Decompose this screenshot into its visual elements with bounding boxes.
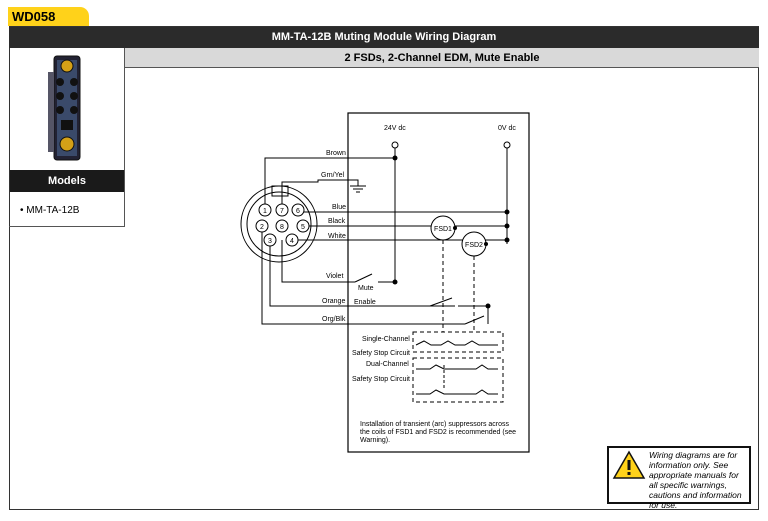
page-subtitle: 2 FSDs, 2-Channel EDM, Mute Enable xyxy=(125,48,759,68)
warning-triangle-icon xyxy=(612,450,646,479)
models-heading: Models xyxy=(10,170,124,192)
wire-label: Org/Blk xyxy=(322,316,346,323)
pin-label: 2 xyxy=(260,224,264,231)
note-line: Warning). xyxy=(360,437,390,444)
pin-label: 3 xyxy=(268,238,272,245)
wire-label: Black xyxy=(328,218,346,225)
note-line: the coils of FSD1 and FSD2 is recommende… xyxy=(360,429,516,436)
pin-label: 5 xyxy=(301,224,305,231)
pin-label: 1 xyxy=(263,208,267,215)
page-title: MM-TA-12B Muting Module Wiring Diagram xyxy=(9,27,759,48)
fsd2-label: FSD2 xyxy=(465,242,483,249)
supply-plus-label: 24V dc xyxy=(384,125,406,132)
note-line: Installation of transient (arc) suppress… xyxy=(360,421,510,428)
mute-label: Mute xyxy=(358,285,374,292)
pin-label: 6 xyxy=(296,208,300,215)
pin-label: 8 xyxy=(280,224,284,231)
wire-label: Orange xyxy=(322,298,345,305)
document-id-tag: WD058 xyxy=(8,7,89,26)
warning-box xyxy=(607,446,751,504)
warning-text: Wiring diagrams are for information only… xyxy=(649,450,742,510)
enable-label: Enable xyxy=(354,299,376,306)
wire-label: Brown xyxy=(326,150,346,157)
supply-zero-label: 0V dc xyxy=(498,125,516,132)
pin-label: 4 xyxy=(290,238,294,245)
left-panel xyxy=(9,48,125,227)
single-channel-label-2: Safety Stop Circuit xyxy=(352,350,410,357)
wire-label: Violet xyxy=(326,273,343,280)
pin-label: 7 xyxy=(280,208,284,215)
product-image xyxy=(48,55,81,161)
wire-label: White xyxy=(328,233,346,240)
fsd1-label: FSD1 xyxy=(434,226,452,233)
document-frame xyxy=(9,26,759,510)
wire-label: Blue xyxy=(332,204,346,211)
single-channel-label: Single-Channel xyxy=(362,336,410,343)
wire-label: Grn/Yel xyxy=(321,172,345,179)
dual-channel-label: Dual-Channel xyxy=(366,361,409,368)
model-item: • MM-TA-12B xyxy=(20,205,80,216)
dual-channel-label-2: Safety Stop Circuit xyxy=(352,376,410,383)
